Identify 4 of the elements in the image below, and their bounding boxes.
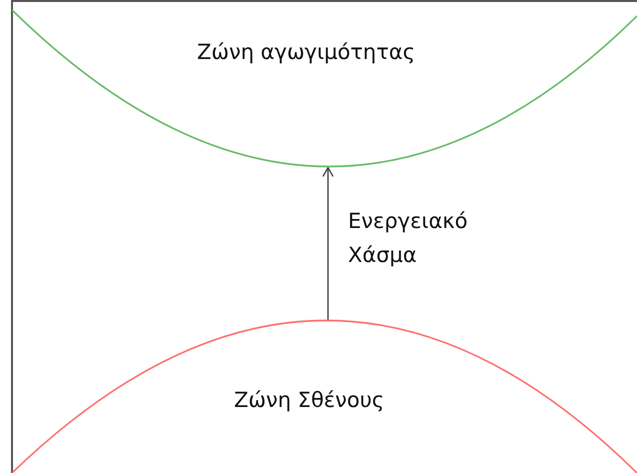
energy-band <box>12 318 637 473</box>
band-label: Ζώνη αγωγιμότητας <box>197 40 416 64</box>
band-label: Ζώνη Σθένους <box>234 388 384 412</box>
arrow <box>322 166 334 320</box>
